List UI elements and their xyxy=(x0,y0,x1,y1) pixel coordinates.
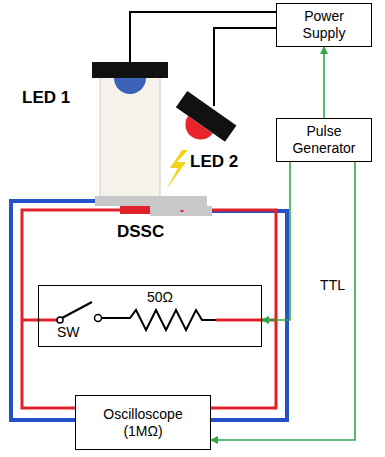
instrument-box: Pulse Generator xyxy=(276,118,372,162)
box-text: SW xyxy=(57,324,80,341)
trigger-line xyxy=(211,162,355,440)
part-label: LED 1 xyxy=(22,88,70,108)
signal-label: TTL xyxy=(318,277,347,293)
led-2-symbol xyxy=(167,91,236,154)
circuit-wire xyxy=(216,319,262,322)
part-label: DSSC xyxy=(117,222,164,242)
dssc-electrode xyxy=(95,196,207,206)
box-text: 50Ω xyxy=(147,289,173,306)
part-label: LED 2 xyxy=(190,152,238,172)
power-wire xyxy=(130,12,276,62)
power-wire xyxy=(214,28,276,106)
box-text: Pulse Generator xyxy=(288,123,360,157)
trigger-line xyxy=(262,162,290,320)
circuit-wire xyxy=(11,201,95,420)
switch-lever xyxy=(62,302,92,318)
instrument-box: Power Supply xyxy=(276,3,372,47)
switch-box: SW 50Ω xyxy=(38,285,262,347)
box-text: Oscilloscope (1MΩ) xyxy=(88,406,198,440)
resistor-symbol xyxy=(102,310,217,330)
circuit-wire xyxy=(22,210,120,408)
instrument-box: Oscilloscope (1MΩ) xyxy=(75,395,211,450)
box-text: Power Supply xyxy=(293,8,355,42)
trigger-line xyxy=(323,47,325,118)
light-flash xyxy=(166,150,188,190)
led-dome xyxy=(114,78,146,94)
light-guide xyxy=(100,76,160,197)
switch-contact xyxy=(95,315,102,322)
led-cap xyxy=(92,62,168,78)
